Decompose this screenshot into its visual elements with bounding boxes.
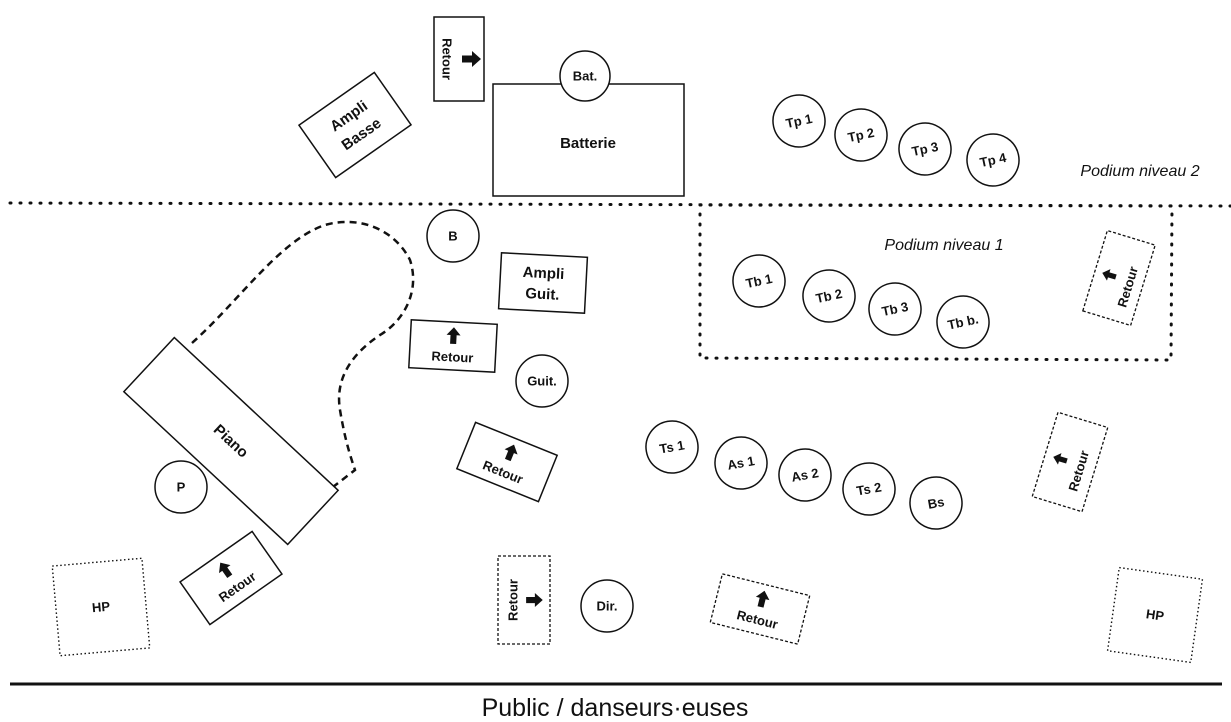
bass-amp: Ampli Basse	[297, 71, 413, 179]
speaker-label: HP	[91, 599, 111, 616]
musician-label: Tb 1	[744, 271, 773, 291]
musician: Tp 4	[966, 133, 1020, 187]
speaker-left: HP	[51, 557, 151, 657]
musician: Bs	[909, 476, 963, 530]
musician: Tb 1	[732, 254, 786, 308]
podium-1-label: Podium niveau 1	[884, 237, 1003, 254]
musician-label: Tp 2	[846, 125, 875, 145]
piano: Piano	[122, 220, 415, 546]
guitarist-label: Guit.	[527, 373, 557, 388]
bass-player	[426, 209, 480, 263]
speaker-right: HP	[1106, 566, 1204, 664]
musician: As 2	[778, 448, 832, 502]
guitar-amp-label-1: Ampli	[522, 264, 565, 283]
musician-label: Ts 1	[658, 437, 685, 456]
drum-kit	[492, 83, 685, 197]
trombone-section: Tb 1 Tb 2 Tb 3 Tb b.	[732, 254, 990, 349]
drummer	[559, 50, 611, 102]
monitor-wedge: Retour	[455, 421, 559, 503]
musician-label: Tb 3	[880, 299, 909, 319]
musician-label: Ts 2	[855, 479, 882, 498]
trumpet-section: Tp 1 Tp 2 Tp 3 Tp 4	[772, 94, 1020, 187]
saxophone-section: Ts 1 As 1 As 2 Ts 2 Bs	[645, 420, 963, 530]
musician-label: Tb b.	[946, 311, 979, 332]
musician: Tb 2	[802, 269, 856, 323]
piano-keyboard	[122, 336, 340, 546]
musician-label: Tb 2	[814, 286, 843, 306]
musician: Tp 3	[898, 122, 952, 176]
drummer-label: Bat.	[573, 68, 598, 83]
musician-label: Tp 4	[978, 150, 1008, 170]
musician: Tp 1	[772, 94, 826, 148]
musician: Tb 3	[868, 282, 922, 336]
drum-kit-label: Batterie	[560, 135, 616, 152]
bass-player-label: B	[448, 228, 457, 243]
speaker-label: HP	[1145, 606, 1165, 623]
monitor-wedge: Retour	[1031, 411, 1109, 513]
guitar-amp-label-2: Guit.	[525, 285, 560, 304]
musician-label: As 1	[726, 453, 756, 473]
pianist	[154, 460, 208, 514]
piano-lid-outline	[191, 220, 415, 498]
conductor-label: Dir.	[597, 598, 618, 613]
monitor-wedge: Retour	[497, 555, 551, 645]
musician-label: Tp 1	[784, 111, 813, 131]
monitor-wedge: Retour	[433, 16, 485, 102]
monitor-wedge: Retour	[709, 573, 811, 645]
monitor-wedge: Retour	[1082, 229, 1156, 327]
monitor-label: Retour	[431, 348, 474, 365]
audience-label: Public / danseurs·euses	[482, 694, 749, 722]
podium-2-edge	[8, 201, 1231, 208]
musician: Tb b.	[936, 295, 990, 349]
pianist-label: P	[177, 479, 186, 494]
musician-label: Tp 3	[910, 139, 939, 159]
musician: Ts 1	[645, 420, 699, 474]
monitor-label: Retour	[440, 38, 455, 80]
conductor	[580, 579, 634, 633]
monitor-label: Retour	[505, 579, 520, 621]
musician-label: Bs	[927, 494, 946, 512]
podium-2-label: Podium niveau 2	[1080, 163, 1199, 180]
musician: Tp 2	[834, 108, 888, 162]
musician-label: As 2	[790, 465, 820, 485]
monitor-wedge: Retour	[408, 318, 498, 374]
musician: As 1	[714, 436, 768, 490]
monitor-wedge: Retour	[178, 530, 284, 626]
guitar-amp: Ampli Guit.	[497, 251, 589, 315]
guitarist	[515, 354, 569, 408]
musician: Ts 2	[842, 462, 896, 516]
